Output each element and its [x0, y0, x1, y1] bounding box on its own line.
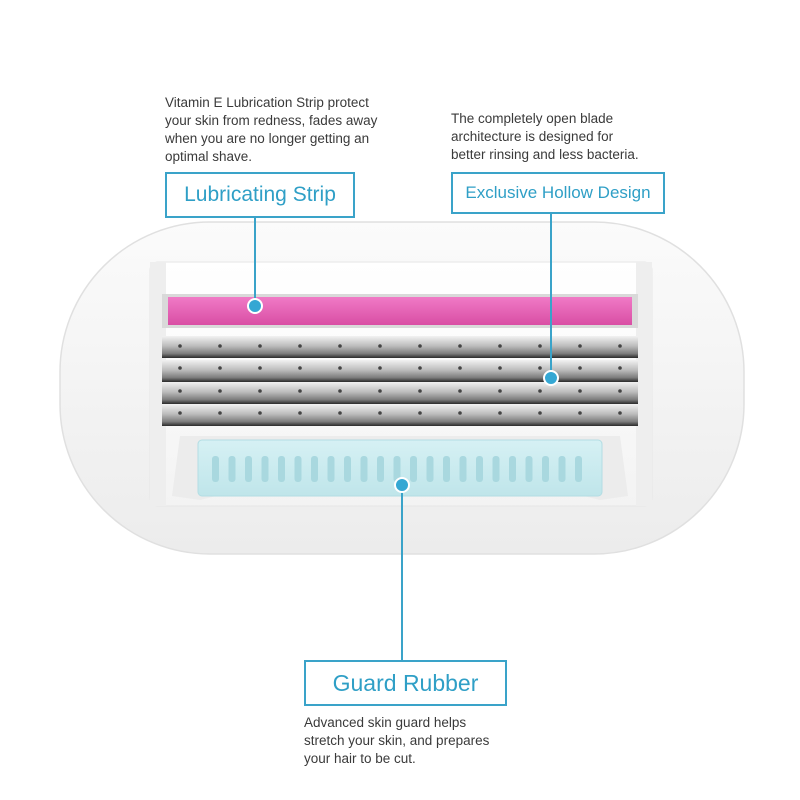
blade-rivet: [258, 389, 262, 393]
blade-rivet: [298, 344, 302, 348]
blade-rivet: [298, 389, 302, 393]
lubricating-strip: [162, 294, 638, 328]
blade-rivet: [338, 344, 342, 348]
guard-fin: [476, 456, 483, 482]
guard-rubber-marker-dot: [394, 477, 410, 493]
guard-fin: [393, 456, 401, 482]
guard-fin: [575, 456, 582, 482]
blade-rivet: [578, 344, 582, 348]
blade-rivet: [418, 366, 422, 370]
blade-rivet: [538, 344, 542, 348]
guard-fin: [311, 456, 318, 482]
blade-rivet: [298, 411, 302, 415]
blade-rivet: [218, 344, 222, 348]
hollow-design-label: Exclusive Hollow Design: [451, 172, 665, 214]
blade-rivet: [498, 411, 502, 415]
guard-fin: [492, 456, 500, 482]
hollow-design-marker-dot: [543, 370, 559, 386]
blade-4: [162, 404, 638, 426]
blade-rivet: [178, 411, 182, 415]
blade-rivet: [538, 366, 542, 370]
blade-3: [162, 382, 638, 404]
guard-fin: [410, 456, 417, 482]
blade-rivet: [498, 366, 502, 370]
blade-rivet: [378, 366, 382, 370]
guard-fin: [360, 456, 368, 482]
lubricating-strip-description: Vitamin E Lubrication Strip protect your…: [165, 95, 378, 164]
blade-rivet: [218, 411, 222, 415]
blade-rivet: [378, 389, 382, 393]
lubricating-strip-marker-dot: [247, 298, 263, 314]
blade-rivet: [618, 344, 622, 348]
blade-rivet: [498, 344, 502, 348]
guard-fin: [344, 456, 351, 482]
blade-rivet: [458, 411, 462, 415]
blade-rivet: [418, 344, 422, 348]
blade-rivet: [458, 344, 462, 348]
guard-fin: [558, 456, 566, 482]
blade-rivet: [458, 389, 462, 393]
lubricating-strip-connector: [254, 218, 256, 306]
guard-fin: [426, 456, 434, 482]
guard-fin: [294, 456, 302, 482]
blade-rivet: [338, 411, 342, 415]
guard-fin: [377, 456, 384, 482]
guard-rubber: [172, 436, 628, 500]
blade-rivet: [578, 389, 582, 393]
blade-rivet: [578, 411, 582, 415]
hollow-design-connector: [550, 214, 552, 378]
blade-rivet: [418, 389, 422, 393]
blade-rivet: [378, 344, 382, 348]
blade-rivet: [178, 344, 182, 348]
blade-2: [162, 360, 638, 382]
lubricating-strip-label: Lubricating Strip: [165, 172, 355, 218]
guard-fin: [525, 456, 533, 482]
guard-fin: [443, 456, 450, 482]
guard-rubber-description: Advanced skin guard helps stretch your s…: [304, 715, 490, 766]
blade-rivet: [498, 389, 502, 393]
guard-fin: [509, 456, 516, 482]
blade-rivet: [618, 411, 622, 415]
blade-1: [162, 336, 638, 358]
guard-fin: [327, 456, 335, 482]
guard-fin: [261, 456, 269, 482]
guard-fin: [212, 456, 219, 482]
blade-stack: [162, 336, 638, 426]
blade-rivet: [538, 389, 542, 393]
blade-rivet: [298, 366, 302, 370]
guard-fin: [459, 456, 467, 482]
guard-rubber-label: Guard Rubber: [304, 660, 507, 706]
blade-rivet: [338, 366, 342, 370]
guard-fin: [245, 456, 252, 482]
guard-fin: [228, 456, 236, 482]
hollow-design-description: The completely open blade architecture i…: [451, 111, 639, 162]
blade-rivet: [618, 389, 622, 393]
guard-fin: [278, 456, 285, 482]
blade-rivet: [378, 411, 382, 415]
blade-rivet: [258, 411, 262, 415]
guard-rubber-connector: [401, 485, 403, 661]
guard-fin: [542, 456, 549, 482]
blade-rivet: [258, 366, 262, 370]
blade-rivet: [258, 344, 262, 348]
blade-rivet: [338, 389, 342, 393]
blade-rivet: [178, 389, 182, 393]
blade-rivet: [538, 411, 542, 415]
blade-rivet: [618, 366, 622, 370]
blade-rivet: [218, 389, 222, 393]
blade-rivet: [218, 366, 222, 370]
blade-rivet: [418, 411, 422, 415]
blade-rivet: [458, 366, 462, 370]
blade-rivet: [578, 366, 582, 370]
blade-rivet: [178, 366, 182, 370]
